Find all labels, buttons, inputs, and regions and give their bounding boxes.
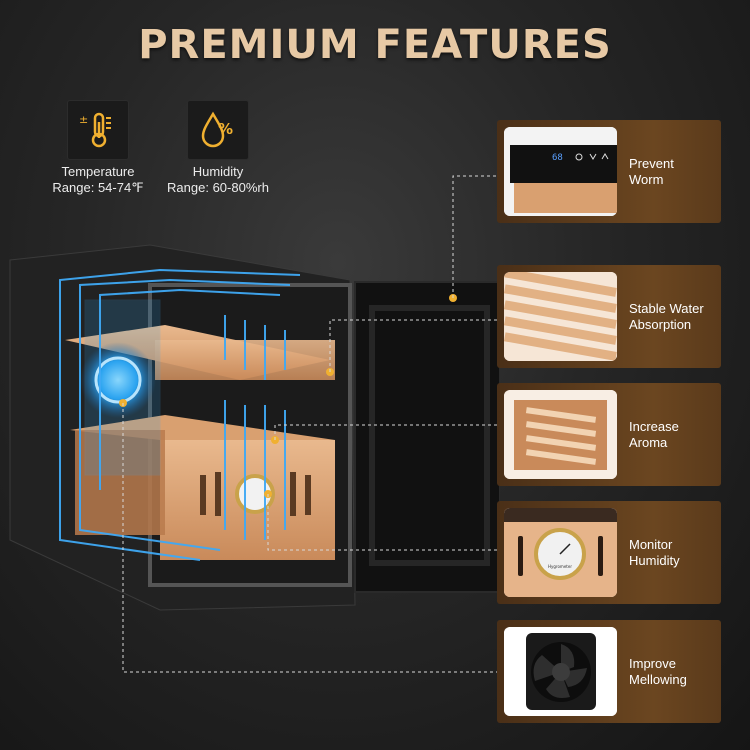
humidity-spec: % Humidity Range: 60-80%rh — [148, 100, 288, 196]
feature-card-increase-aroma: Increase Aroma — [497, 383, 721, 486]
cedar-shelf-thumbnail — [504, 272, 617, 361]
humidity-icon: % — [187, 100, 249, 160]
hygrometer-thumbnail: Hygrometer — [504, 508, 617, 597]
temperature-label: Temperature — [61, 164, 135, 179]
feature-label-monitor-humidity: Monitor Humidity — [629, 536, 680, 568]
svg-text:±: ± — [79, 113, 88, 126]
temperature-range: Range: 54-74℉ — [52, 180, 144, 195]
feature-label-prevent-worm: Prevent Worm — [629, 155, 674, 187]
humidity-label: Humidity — [192, 164, 244, 179]
svg-text:%: % — [218, 120, 233, 138]
feature-card-improve-mellowing: Improve Mellowing — [497, 620, 721, 723]
feature-label-stable-water-absorption: Stable Water Absorption — [629, 300, 704, 332]
feature-label-increase-aroma: Increase Aroma — [629, 418, 679, 450]
fan-thumbnail — [504, 627, 617, 716]
display-readout: 68 — [552, 153, 563, 163]
humidor-illustration — [0, 240, 501, 620]
feature-card-monitor-humidity: Hygrometer Monitor Humidity — [497, 501, 721, 604]
thermometer-icon: ± — [67, 100, 129, 160]
humidity-range: Range: 60-80%rh — [167, 180, 269, 195]
feature-label-improve-mellowing: Improve Mellowing — [629, 655, 687, 687]
temperature-spec: ± Temperature Range: 54-74℉ — [28, 100, 168, 196]
feature-card-stable-water-absorption: Stable Water Absorption — [497, 265, 721, 368]
page-title: PREMIUM FEATURES — [138, 22, 612, 68]
feature-card-prevent-worm: 68 Prevent Worm — [497, 120, 721, 223]
cedar-drawer-thumbnail — [504, 390, 617, 479]
control-panel-thumbnail: 68 — [504, 127, 617, 216]
hygrometer-text: Hygrometer — [548, 564, 572, 569]
